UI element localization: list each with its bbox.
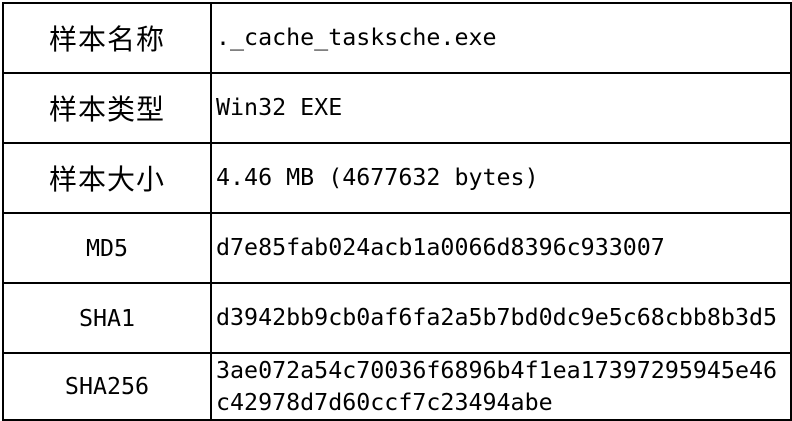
sample-size-value: 4.46 MB (4677632 bytes) (210, 142, 792, 214)
sha1-value: d3942bb9cb0af6fa2a5b7bd0dc9e5c68cbb8b3d5 (210, 282, 792, 354)
table-row-sample-size: 样本大小 4.46 MB (4677632 bytes) (2, 142, 792, 214)
table-row-sample-name: 样本名称 ._cache_tasksche.exe (2, 2, 792, 74)
table-row-md5: MD5 d7e85fab024acb1a0066d8396c933007 (2, 212, 792, 284)
sample-name-value: ._cache_tasksche.exe (210, 2, 792, 74)
table-row-sample-type: 样本类型 Win32 EXE (2, 72, 792, 144)
sample-name-label: 样本名称 (2, 2, 212, 74)
table-row-sha256: SHA256 3ae072a54c70036f6896b4f1ea1739729… (2, 352, 792, 421)
sample-size-label: 样本大小 (2, 142, 212, 214)
sha1-label: SHA1 (2, 282, 212, 354)
table-row-sha1: SHA1 d3942bb9cb0af6fa2a5b7bd0dc9e5c68cbb… (2, 282, 792, 354)
sha256-value: 3ae072a54c70036f6896b4f1ea17397295945e46… (210, 352, 792, 421)
md5-label: MD5 (2, 212, 212, 284)
sha256-label: SHA256 (2, 352, 212, 421)
sample-type-label: 样本类型 (2, 72, 212, 144)
sample-type-value: Win32 EXE (210, 72, 792, 144)
md5-value: d7e85fab024acb1a0066d8396c933007 (210, 212, 792, 284)
